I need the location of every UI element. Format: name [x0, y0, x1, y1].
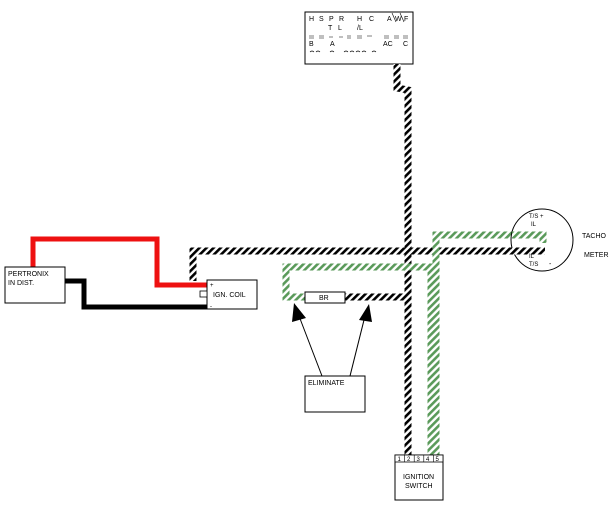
green-wire-tacho-to-switch [432, 231, 547, 455]
connector-label-f: F [404, 16, 408, 23]
connector-label-b: B [309, 41, 314, 48]
connector-label-a2: A [330, 41, 335, 48]
connector-label-a: A [387, 16, 392, 23]
connector-row2: T L /L [328, 25, 363, 32]
ignition-coil: + - IGN. COIL [199, 279, 258, 310]
tacho-il-bot: IL [529, 254, 535, 260]
pertronix-label-line1: PERTRONIX [8, 271, 49, 278]
ign-coil-box [206, 279, 258, 310]
pertronix-label-line2: IN DIST. [8, 280, 34, 287]
connector-label-h: H [309, 16, 314, 23]
ign-coil-label: IGN. COIL [213, 292, 246, 299]
tachometer: T/S + IL IL T/S - TACHO METER [510, 208, 609, 272]
connector-label-r: R [339, 16, 344, 23]
tacho-label-line1: TACHO [582, 233, 607, 240]
connector-label-s: S [319, 16, 324, 23]
terminal-5: 5 [436, 457, 440, 463]
arrow-left-head [292, 303, 306, 322]
connector-label-h2: H [357, 16, 362, 23]
red-wire-pertronix-to-coil-plus [30, 236, 207, 288]
arrow-right-shaft [349, 315, 366, 377]
top-connector: H S P R H C A W F T L /L B A AC C [304, 11, 414, 65]
pertronix-module: PERTRONIX IN DIST. [4, 266, 66, 304]
connector-row4: B A AC C [309, 41, 408, 48]
terminal-2: 2 [407, 457, 411, 463]
connector-label-t: T [328, 25, 333, 32]
striped-wire-connector-to-switch [393, 64, 412, 455]
arrow-right-head [359, 304, 372, 322]
terminal-4: 4 [426, 457, 430, 463]
arrow-left-shaft [298, 315, 323, 377]
striped-wire-coil-to-tacho [189, 247, 545, 281]
connector-label-p: P [329, 16, 334, 23]
terminal-1: 1 [398, 457, 402, 463]
green-wire-br-to-switch [282, 263, 435, 455]
terminal-3: 3 [417, 457, 421, 463]
br-label: BR [319, 295, 329, 302]
connector-label-l: L [338, 25, 342, 32]
connector-label-sl: /L [357, 25, 363, 32]
eliminate-label: ELIMINATE [308, 380, 345, 387]
tacho-ts-top: T/S + [529, 214, 544, 220]
connector-label-c2: C [403, 41, 408, 48]
eliminate-box [304, 375, 366, 413]
connector-label-w: W [395, 16, 402, 23]
ignition-switch: 1 2 3 4 5 IGNITION SWITCH [394, 454, 444, 501]
tacho-il-top: IL [531, 222, 537, 228]
terminal-strip [394, 454, 444, 463]
connector-pin-glyphs [309, 35, 408, 53]
pertronix-box [4, 266, 66, 304]
br-box [304, 291, 346, 304]
ignition-switch-label-line1: IGNITION [403, 474, 434, 481]
connector-row1: H S P R H C A W F [309, 12, 408, 23]
connector-label-c: C [369, 16, 374, 23]
ignition-switch-label-line2: SWITCH [405, 483, 433, 490]
br-component: BR [304, 291, 346, 304]
tacho-label-line2: METER [584, 252, 609, 259]
ign-coil-stub [199, 290, 208, 298]
eliminate-note: ELIMINATE [304, 375, 366, 413]
tacho-minus: - [549, 261, 552, 268]
black-wire-pertronix-to-coil-minus [65, 278, 207, 310]
ign-coil-minus: - [210, 304, 212, 310]
ign-coil-plus: + [210, 283, 214, 289]
eliminate-arrows [292, 303, 372, 377]
tacho-ts-bot: T/S [529, 262, 538, 268]
connector-label-ac: AC [383, 41, 393, 48]
